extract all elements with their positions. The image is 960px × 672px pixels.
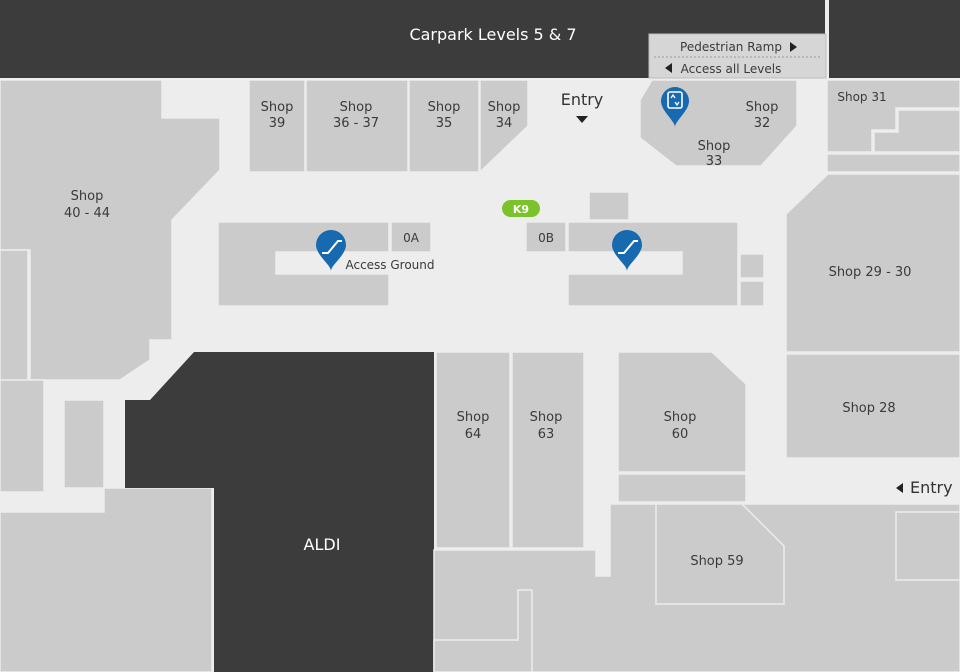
shop-28-label: Shop 28 xyxy=(842,401,895,416)
shop-34-title: Shop xyxy=(488,100,521,115)
shop-40-44-title: Shop xyxy=(71,189,104,204)
ramp-label: Pedestrian Ramp xyxy=(680,40,782,54)
arrow-right-icon xyxy=(790,42,797,52)
shop-63-title: Shop xyxy=(530,410,563,425)
shop-0a[interactable] xyxy=(390,221,432,253)
shop-0a-label: 0A xyxy=(403,231,420,245)
aldi-store[interactable] xyxy=(125,352,434,672)
shop-36-37-number: 36 - 37 xyxy=(333,116,379,131)
kiosk-label: K9 xyxy=(513,203,529,216)
shop-63[interactable] xyxy=(511,351,585,549)
escalator-icon xyxy=(322,240,342,254)
shop-31[interactable] xyxy=(826,79,960,153)
access-ground-label: Access Ground xyxy=(345,258,434,272)
shop-60-title: Shop xyxy=(664,410,697,425)
shop-64-title: Shop xyxy=(457,410,490,425)
shop-39[interactable] xyxy=(248,79,306,173)
shop-29-30-label: Shop 29 - 30 xyxy=(829,265,912,280)
arrow-down-icon xyxy=(576,116,588,123)
lift-icon xyxy=(667,91,683,109)
aldi-label: ALDI xyxy=(304,535,341,554)
small-unit-b[interactable] xyxy=(739,280,765,307)
entry-top-label: Entry xyxy=(561,90,604,109)
left-corridor-unit[interactable] xyxy=(63,399,105,489)
unit-near-0b[interactable] xyxy=(588,191,630,221)
escalator-pin-right[interactable] xyxy=(612,230,642,271)
bottom-left-shop[interactable] xyxy=(0,487,213,672)
shop-31-label: Shop 31 xyxy=(837,90,886,104)
pedestrian-ramp[interactable]: Pedestrian Ramp Access all Levels xyxy=(648,33,827,79)
shop-36-37[interactable] xyxy=(305,79,409,173)
shop-33-title: Shop xyxy=(698,139,731,154)
shop-36-37-title: Shop xyxy=(340,100,373,115)
shop-35[interactable] xyxy=(408,79,480,173)
shop-64[interactable] xyxy=(435,351,511,549)
shop-60-number: 60 xyxy=(672,427,689,442)
arrow-left-icon xyxy=(665,63,672,73)
shop-40-44[interactable] xyxy=(0,79,221,381)
carpark-label: Carpark Levels 5 & 7 xyxy=(409,25,576,44)
unit-right-strip[interactable] xyxy=(826,153,960,173)
shop-32-number: 32 xyxy=(754,116,771,131)
island-right[interactable] xyxy=(567,221,739,307)
small-unit-a[interactable] xyxy=(739,253,765,279)
shop-33-number: 33 xyxy=(706,154,723,169)
kiosk-k9[interactable]: K9 xyxy=(502,200,540,217)
shop-0b[interactable] xyxy=(525,221,567,253)
unit-below-60[interactable] xyxy=(617,473,747,503)
escalator-pin-left[interactable] xyxy=(316,230,346,271)
shop-60[interactable] xyxy=(617,351,747,473)
ramp-levels-label: Access all Levels xyxy=(681,62,782,76)
shop-59[interactable] xyxy=(655,503,785,605)
entry-right-label: Entry xyxy=(910,478,953,497)
bottom-unit[interactable] xyxy=(433,589,533,672)
shop-28[interactable] xyxy=(785,353,960,459)
bottom-right-corner[interactable] xyxy=(895,511,960,581)
shop-40-44-number: 40 - 44 xyxy=(64,206,110,221)
shop-35-title: Shop xyxy=(428,100,461,115)
shop-34-number: 34 xyxy=(496,116,513,131)
shop-39-title: Shop xyxy=(261,100,294,115)
shop-0b-label: 0B xyxy=(538,231,554,245)
shop-63-number: 63 xyxy=(538,427,555,442)
escalator-icon xyxy=(618,240,638,254)
shop-59-label: Shop 59 xyxy=(690,554,743,569)
unit-right-top[interactable] xyxy=(873,109,960,153)
shop-39-number: 39 xyxy=(269,116,286,131)
shop-64-number: 64 xyxy=(465,427,482,442)
shop-35-number: 35 xyxy=(436,116,453,131)
shop-34[interactable] xyxy=(479,79,529,174)
shop-32-title: Shop xyxy=(746,100,779,115)
carpark-band-right xyxy=(829,0,960,78)
arrow-left-icon xyxy=(896,483,903,493)
left-edge-unit-lower[interactable] xyxy=(0,379,45,493)
shop-29-30[interactable] xyxy=(785,173,960,353)
lift-pin[interactable] xyxy=(661,87,689,127)
island-left[interactable] xyxy=(217,221,390,307)
